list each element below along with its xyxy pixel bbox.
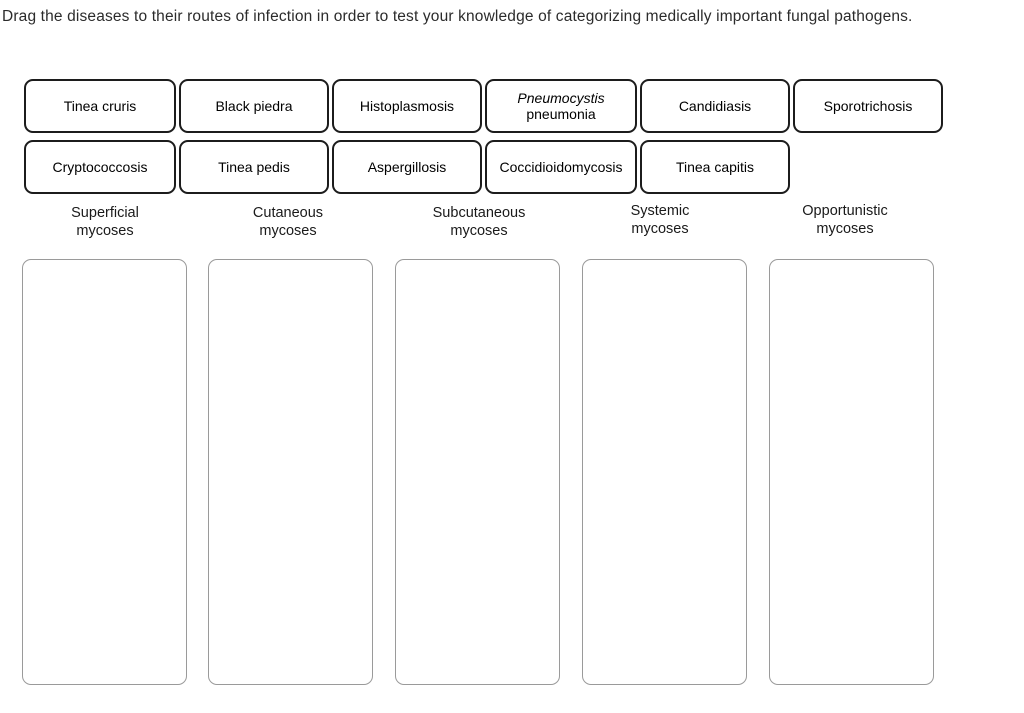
disease-tile-label: Tinea capitis (675, 159, 755, 175)
drop-zone-systemic-mycoses[interactable] (582, 259, 747, 685)
disease-tile-row-2: Cryptococcosis Tinea pedis Aspergillosis… (24, 140, 790, 194)
category-label-line1: Cutaneous (252, 205, 324, 221)
disease-tile-label: Coccidioidomycosis (499, 159, 623, 175)
category-label-line1: Superficial (71, 205, 139, 221)
disease-tile-label-suffix: pneumonia (526, 106, 596, 122)
drop-zone-opportunistic-mycoses[interactable] (769, 259, 934, 685)
drop-zone-subcutaneous-mycoses[interactable] (395, 259, 560, 685)
drop-zone-superficial-mycoses[interactable] (22, 259, 187, 685)
disease-tile-label: Histoplasmosis (359, 98, 455, 114)
disease-tile-candidiasis[interactable]: Candidiasis (640, 79, 790, 133)
category-label-subcutaneous-mycoses: Subcutaneous mycoses (399, 204, 559, 240)
category-label-line2: mycoses (450, 223, 508, 239)
disease-tile-label: Sporotrichosis (823, 98, 913, 114)
disease-tile-cryptococcosis[interactable]: Cryptococcosis (24, 140, 176, 194)
disease-tile-black-piedra[interactable]: Black piedra (179, 79, 329, 133)
disease-tile-label: Tinea pedis (218, 159, 290, 175)
drop-zone-cutaneous-mycoses[interactable] (208, 259, 373, 685)
disease-tile-coccidioidomycosis[interactable]: Coccidioidomycosis (485, 140, 637, 194)
category-label-opportunistic-mycoses: Opportunistic mycoses (765, 202, 925, 238)
category-label-superficial-mycoses: Superficial mycoses (25, 204, 185, 240)
category-label-systemic-mycoses: Systemic mycoses (580, 202, 740, 238)
disease-tile-aspergillosis[interactable]: Aspergillosis (332, 140, 482, 194)
category-label-line1: Systemic (630, 203, 690, 219)
category-label-line2: mycoses (259, 223, 317, 239)
category-label-line2: mycoses (76, 223, 134, 239)
category-label-line1: Opportunistic (802, 203, 888, 219)
instruction-text: Drag the diseases to their routes of inf… (2, 8, 913, 25)
disease-tile-label: Candidiasis (678, 98, 752, 114)
disease-tile-label: Black piedra (215, 98, 293, 114)
disease-tile-label: Pneumocystis pneumonia (517, 90, 604, 122)
disease-tile-label-genus: Pneumocystis (517, 90, 605, 106)
disease-tile-histoplasmosis[interactable]: Histoplasmosis (332, 79, 482, 133)
category-label-line2: mycoses (816, 221, 874, 237)
category-label-cutaneous-mycoses: Cutaneous mycoses (208, 204, 368, 240)
disease-tile-pneumocystis-pneumonia[interactable]: Pneumocystis pneumonia (485, 79, 637, 133)
category-label-line1: Subcutaneous (432, 205, 526, 221)
disease-tile-tinea-pedis[interactable]: Tinea pedis (179, 140, 329, 194)
disease-tile-tinea-capitis[interactable]: Tinea capitis (640, 140, 790, 194)
disease-tile-row-1: Tinea cruris Black piedra Histoplasmosis… (24, 79, 943, 133)
category-label-line2: mycoses (631, 221, 689, 237)
disease-tile-sporotrichosis[interactable]: Sporotrichosis (793, 79, 943, 133)
disease-tile-tinea-cruris[interactable]: Tinea cruris (24, 79, 176, 133)
disease-tile-label: Cryptococcosis (52, 159, 148, 175)
disease-tile-label: Aspergillosis (367, 159, 447, 175)
disease-tile-label: Tinea cruris (63, 98, 137, 114)
